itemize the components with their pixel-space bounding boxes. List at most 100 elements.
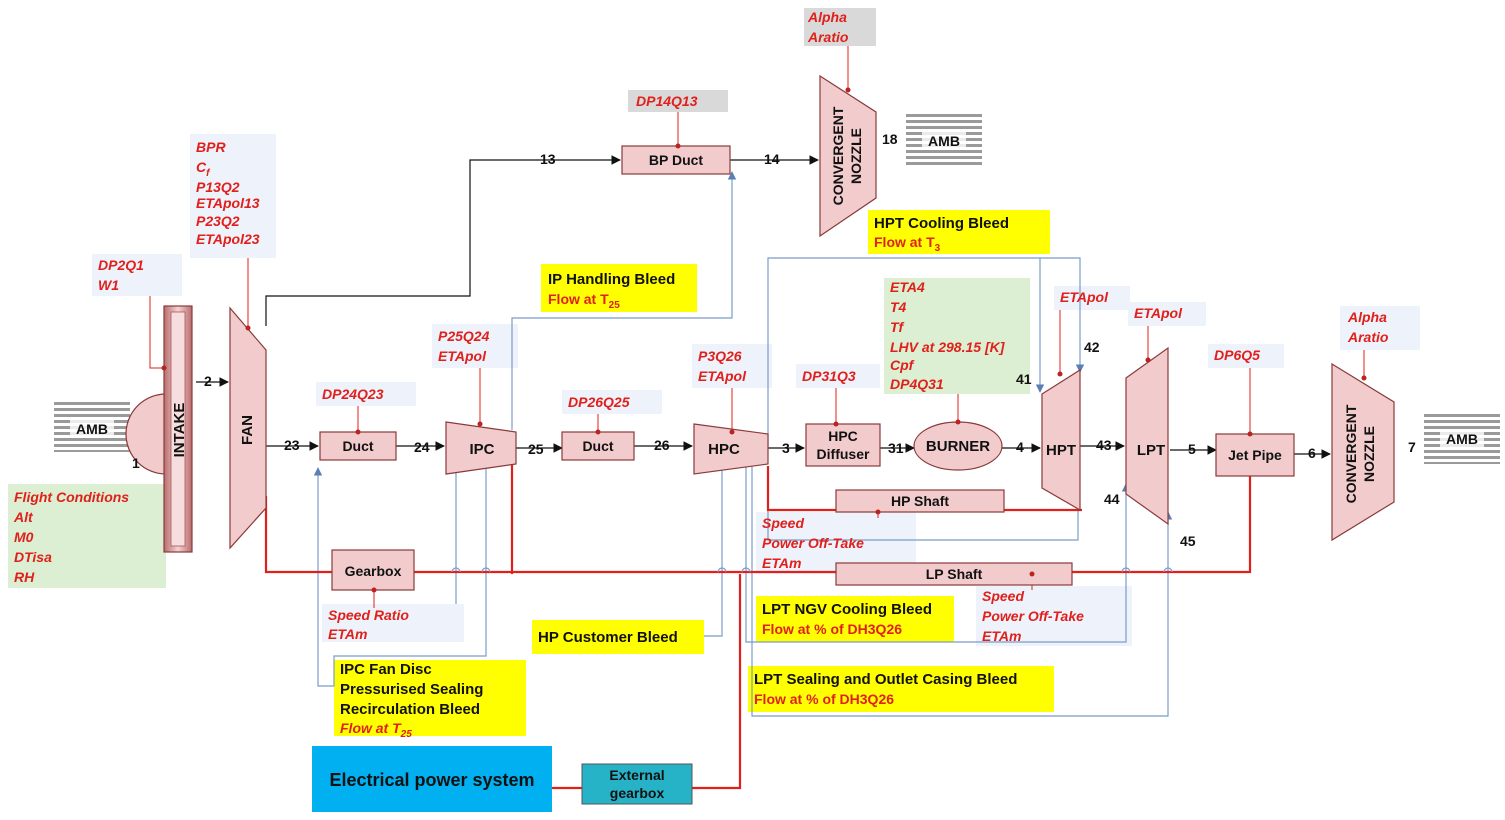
duct-b-param: DP26Q25 — [568, 394, 630, 410]
hp-offtake-params: Speed Power Off-Take ETAm — [762, 515, 864, 571]
station-43: 43 — [1096, 437, 1112, 453]
core-nozzle-param-2: Aratio — [1347, 329, 1389, 345]
svg-text:DP4Q31: DP4Q31 — [890, 376, 944, 392]
electrical-power-system[interactable] — [312, 746, 552, 812]
svg-text:Tf: Tf — [890, 319, 905, 335]
station-6: 6 — [1308, 445, 1316, 461]
bp-duct-component[interactable] — [621, 145, 731, 175]
ipc-fan-disc-bleed: IPC Fan Disc Pressurised Sealing Recircu… — [340, 661, 483, 740]
station-44: 44 — [1104, 491, 1120, 507]
hpc-diffuser-component[interactable] — [805, 423, 881, 467]
hpt-cooling-flow: Flow at T3 — [874, 234, 941, 254]
station-5: 5 — [1188, 441, 1196, 457]
bypass-nozzle-param-2: Aratio — [807, 29, 849, 45]
station-45: 45 — [1180, 533, 1196, 549]
lpt-param: ETApol — [1134, 305, 1183, 321]
svg-text:ETApol13: ETApol13 — [196, 195, 260, 211]
ambient-core: AMB — [1424, 412, 1500, 464]
hpt-component[interactable] — [1041, 368, 1081, 512]
burner-param-box — [884, 278, 1030, 394]
jet-pipe-component[interactable] — [1215, 433, 1295, 477]
svg-text:T4: T4 — [890, 299, 907, 315]
duct-a-component[interactable] — [319, 431, 397, 461]
station-25: 25 — [528, 441, 544, 457]
ext-gearbox-label-1: External — [609, 767, 664, 783]
core-nozzle-label-2: NOZZLE — [1361, 426, 1377, 482]
ipc-component[interactable] — [445, 421, 517, 475]
hpt-cooling-bleed-box — [868, 210, 1050, 254]
hp-customer-title: HP Customer Bleed — [538, 629, 678, 646]
station-13: 13 — [540, 151, 556, 167]
svg-text:Power Off-Take: Power Off-Take — [982, 608, 1084, 624]
flight-conditions: Flight Conditions Alt M0 DTisa RH — [13, 489, 129, 585]
fan-component[interactable] — [229, 306, 267, 550]
flow-lines — [196, 155, 1331, 459]
core-nozzle-param-1: Alpha — [1347, 309, 1387, 325]
bpduct-param: DP14Q13 — [636, 93, 698, 109]
shaft-lines — [264, 462, 1252, 790]
intake-params: DP2Q1 W1 — [98, 257, 144, 293]
svg-text:Cpf: Cpf — [890, 357, 915, 373]
svg-text:Flow at T25: Flow at T25 — [340, 720, 412, 740]
svg-text:W1: W1 — [98, 277, 119, 293]
svg-text:BPR: BPR — [196, 139, 226, 155]
station-24: 24 — [414, 439, 430, 455]
param-pointers — [149, 46, 1365, 608]
hpt-cooling-title: HPT Cooling Bleed — [874, 215, 1009, 232]
hpc-component[interactable] — [693, 423, 769, 475]
hp-shaft-label: HP Shaft — [891, 493, 949, 509]
hp-shaft-component[interactable] — [835, 489, 1005, 513]
hpt-label: HPT — [1046, 442, 1076, 459]
svg-text:Speed: Speed — [762, 515, 804, 531]
svg-text:DP2Q1: DP2Q1 — [98, 257, 144, 273]
bypass-nozzle-label-1: CONVERGENT — [830, 106, 846, 205]
jetpipe-param: DP6Q5 — [1214, 347, 1260, 363]
station-42: 42 — [1084, 339, 1100, 355]
lpt-ngv-title: LPT NGV Cooling Bleed — [762, 601, 932, 618]
fan-param-box — [190, 134, 276, 258]
svg-text:IPC Fan Disc: IPC Fan Disc — [340, 661, 432, 678]
lpt-ngv-flow: Flow at % of DH3Q26 — [762, 621, 902, 637]
svg-text:LHV at 298.15 [K]: LHV at 298.15 [K] — [890, 339, 1006, 355]
svg-text:ETApol23: ETApol23 — [196, 231, 260, 247]
intake-label: INTAKE — [171, 403, 188, 458]
ambient-left: AMB — [54, 402, 130, 452]
svg-text:Power Off-Take: Power Off-Take — [762, 535, 864, 551]
svg-text:ETA4: ETA4 — [890, 279, 925, 295]
hpc-diffuser-label-1: HPC — [828, 428, 858, 444]
bp-duct-label: BP Duct — [649, 152, 704, 168]
lpt-sealing-title: LPT Sealing and Outlet Casing Bleed — [754, 671, 1017, 688]
jet-pipe-label: Jet Pipe — [1228, 447, 1282, 463]
gearbox-param-box — [322, 604, 464, 642]
intake-lip — [125, 393, 167, 475]
station-41: 41 — [1016, 371, 1032, 387]
duct-b-param-box — [562, 390, 662, 414]
hpc-label: HPC — [708, 441, 740, 458]
station-1: 1 — [132, 455, 140, 471]
hpc-param-box — [692, 344, 772, 388]
fan-params: BPR Cf P13Q2 ETApol13 P23Q2 ETApol23 — [196, 139, 260, 247]
ipc-param-1: P25Q24 — [438, 328, 490, 344]
svg-text:Alt: Alt — [13, 509, 34, 525]
station-3: 3 — [782, 440, 790, 456]
ext-gearbox-label-2: gearbox — [610, 785, 665, 801]
svg-text:ETAm: ETAm — [982, 628, 1021, 644]
duct-a-label: Duct — [342, 438, 373, 454]
gearbox-param-2: ETAm — [328, 626, 367, 642]
hpt-param: ETApol — [1060, 289, 1109, 305]
ip-handling-bleed-box — [541, 264, 697, 312]
hpc-diffuser-label-2: Diffuser — [817, 446, 870, 462]
external-gearbox[interactable] — [581, 763, 693, 805]
ipc-label: IPC — [469, 441, 494, 458]
gearbox-component[interactable] — [331, 549, 415, 591]
core-nozzle-component[interactable] — [1331, 362, 1395, 542]
lp-shaft-component[interactable] — [835, 562, 1073, 586]
station-18: 18 — [882, 131, 898, 147]
station-26: 26 — [654, 437, 670, 453]
lpt-component[interactable] — [1125, 346, 1169, 526]
amb-bypass-label: AMB — [928, 133, 960, 149]
bypass-nozzle-component[interactable] — [819, 74, 877, 238]
duct-b-component[interactable] — [561, 431, 635, 461]
svg-text:ETAm: ETAm — [762, 555, 801, 571]
svg-text:Cf: Cf — [196, 159, 211, 179]
